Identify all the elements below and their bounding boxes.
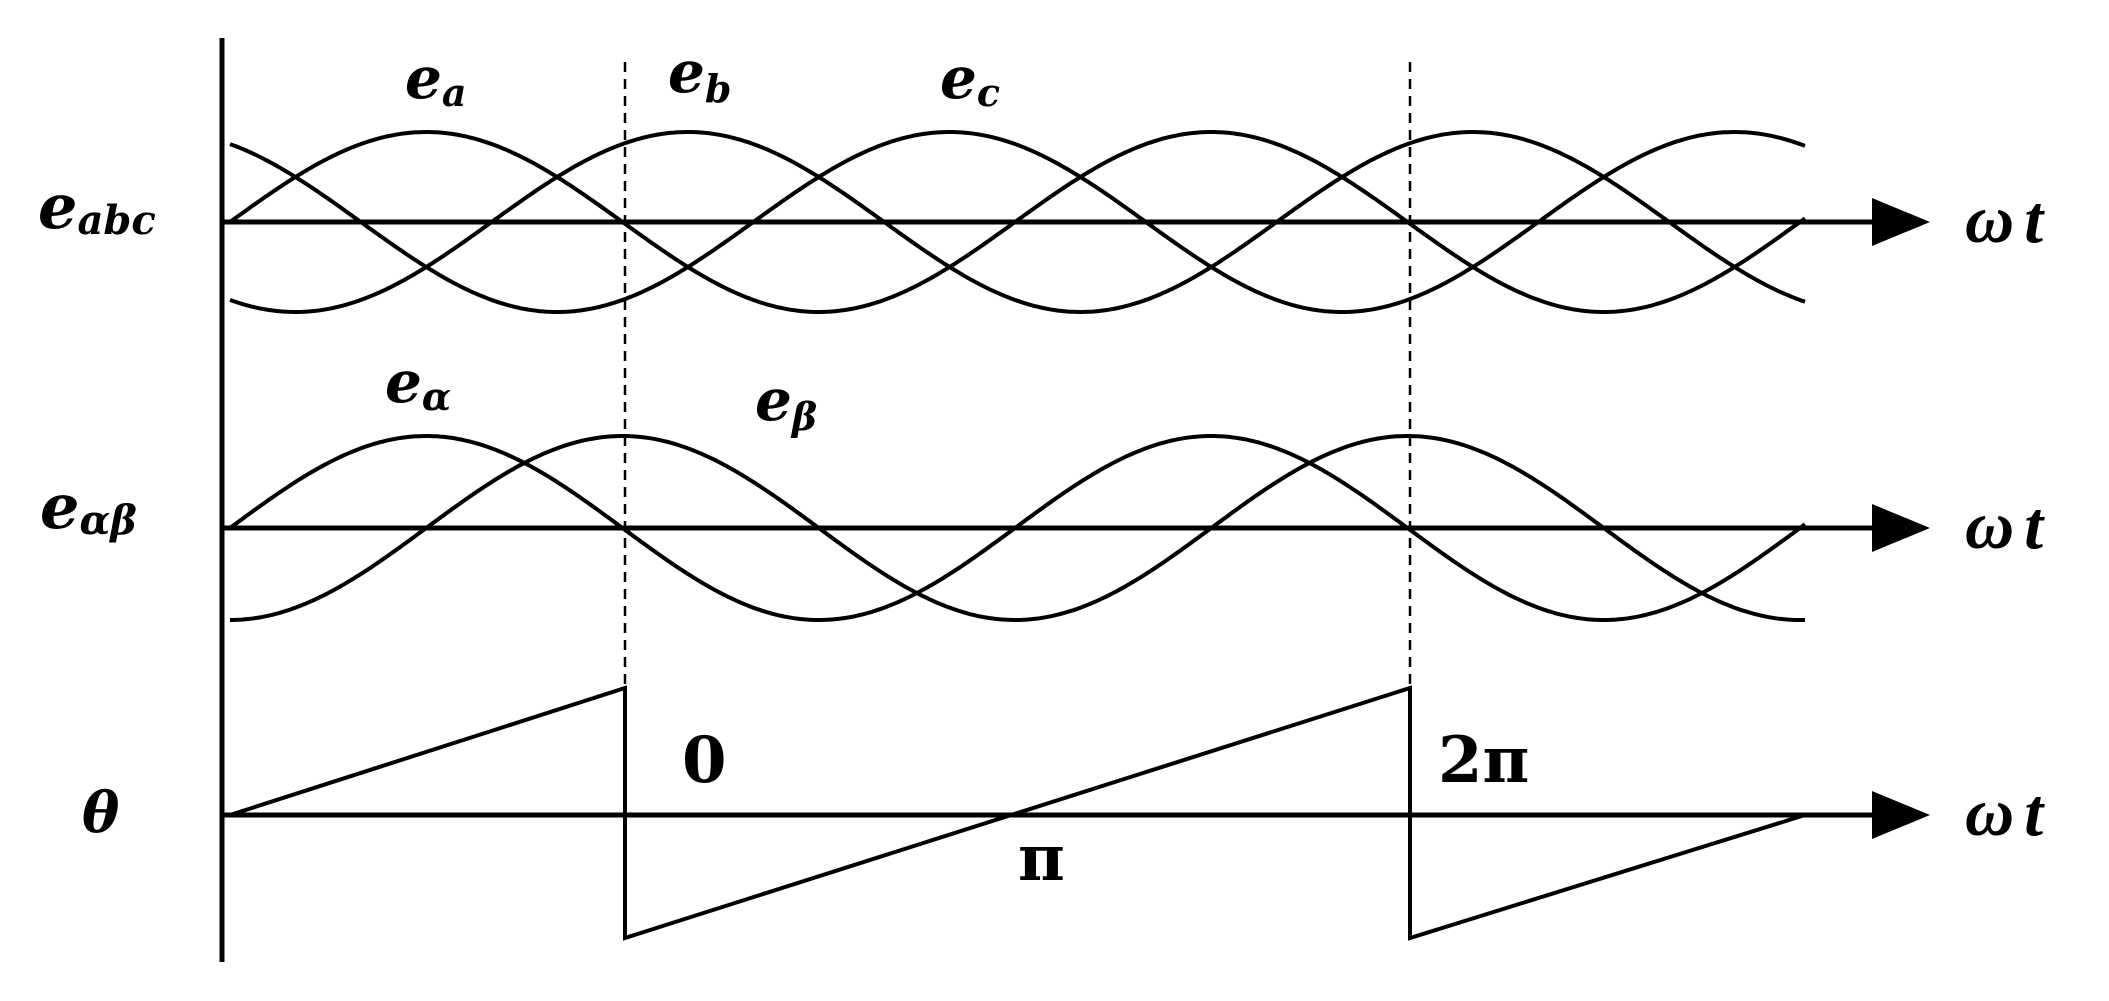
curve-e-beta [230,434,1806,622]
alphabeta-y-label: eαβ [40,470,137,544]
theta-tick-zero: 0 [682,723,727,798]
label-e-c: ec [940,44,1000,115]
theta-tick-two-pi: 2π [1438,723,1529,798]
theta-tick-pi: π [1018,821,1065,896]
abc-axis-arrowhead [1872,198,1930,246]
curve-e-c [229,130,1806,314]
theta-axis-arrowhead [1872,791,1930,839]
label-e-alpha: eα [385,348,451,419]
theta-sawtooth [229,685,1806,941]
label-e-beta: eβ [755,366,817,439]
curve-e-alpha [228,434,1807,622]
theta-y-label: θ [82,780,120,846]
label-e-a: ea [405,44,467,115]
label-e-b: eb [668,38,731,111]
abc-y-label: eabc [38,170,156,244]
curve-e-a [228,130,1807,314]
curve-e-b [229,130,1806,314]
alphabeta-axis-arrowhead [1872,504,1930,552]
